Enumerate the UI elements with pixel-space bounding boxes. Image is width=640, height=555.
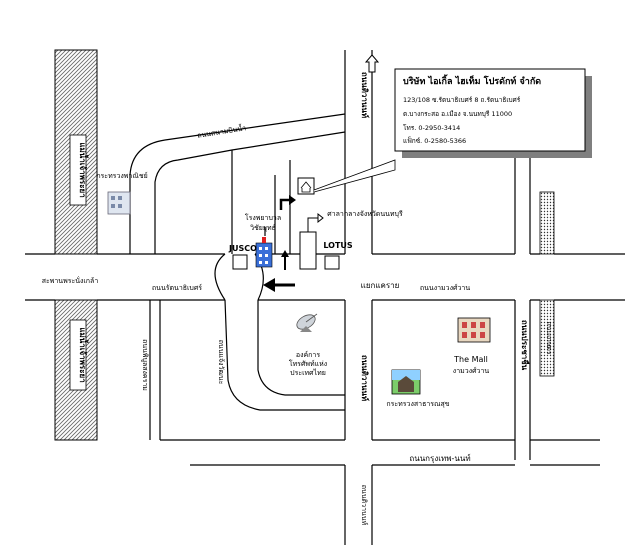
the-mall: The Mall งามวงศ์วาน — [453, 317, 491, 375]
intersection-label: แยกแคราย — [361, 281, 400, 290]
company-location — [297, 159, 396, 195]
court-label: ศาลากลางจังหวัดนนทบุรี — [327, 210, 403, 218]
river-lower-label: แม่น้ำเจ้าพระยา — [78, 327, 89, 382]
jusco: JUSCO — [228, 244, 257, 270]
company-address-2: ต.บางกระสอ อ.เมือง จ.นนทบุรี 11000 — [403, 110, 512, 118]
company-info-card: บริษัท ไอเกิ้ล ไฮเท็ม โปรดักท์ จำกัด 123… — [394, 68, 592, 158]
tiwanon-road — [344, 50, 373, 545]
river-upper-label: แม่น้ำเจ้าพระยา — [78, 142, 89, 197]
road-label-tiwanon-lower: ถนนติวานนท์ — [360, 485, 368, 526]
hospital: โรงพยาบาล วิชัยยุทธ์ — [245, 213, 281, 268]
road-label-soi-west: ถนนพิบูลสงคราม — [141, 339, 149, 391]
jusco-building — [232, 254, 248, 270]
road-label-kaset: ถนนเกษตร — [545, 321, 553, 355]
hospital-building-icon — [255, 237, 273, 268]
canal-strip-lower — [539, 299, 555, 377]
company-phone: โทร. 0-2950-3414 — [403, 124, 460, 132]
soi-west — [149, 300, 161, 440]
road-label-sanambinnam: ถนนสนามบินน้ำ — [196, 121, 247, 140]
provincial-court: ศาลากลางจังหวัดนนทบุรี — [299, 210, 403, 270]
road-label-tiwanon-upper: ถนนติวานนท์ — [360, 72, 370, 118]
lotus-label: LOTUS — [323, 241, 353, 250]
ministry-health: กระทรวงสาธารณสุข — [386, 369, 450, 408]
ministry-commerce-label: กระทรวงพาณิชย์ — [96, 172, 147, 180]
river-upper: แม่น้ำเจ้าพระยา — [54, 49, 98, 255]
lotus-building — [324, 255, 340, 270]
krungthep-nonthaburi-road — [160, 439, 600, 466]
company-address-1: 123/108 ซ.รัตนาธิเบศร์ 8 ถ.รัตนาธิเบศร์ — [403, 96, 521, 104]
church-building-icon — [391, 369, 421, 395]
card-body — [394, 68, 586, 152]
road-label-ngamwongwan: ถนนงามวงศ์วาน — [420, 284, 470, 292]
road-label-tiwanon-mid: ถนนติวานนท์ — [360, 355, 370, 401]
tot-label-1: องค์การ — [296, 351, 320, 359]
main-horizontal-road — [25, 253, 625, 301]
tot-label-3: ประเทศไทย — [290, 368, 326, 377]
tot-label-2: โทรศัพท์แห่ง — [289, 359, 327, 368]
road-label-chaengwattana: ถนนแจ้งวัฒนะ — [217, 340, 225, 385]
sanambinnam-road — [129, 113, 346, 254]
chaengwattana-road — [214, 253, 345, 411]
road-label-rattanathibet: ถนนรัตนาธิเบศร์ — [152, 284, 202, 292]
company-name: บริษัท ไอเกิ้ล ไฮเท็ม โปรดักท์ จำกัด — [403, 74, 541, 87]
river-lower: แม่น้ำเจ้าพระยา — [54, 299, 98, 441]
tot: องค์การ โทรศัพท์แห่ง ประเทศไทย — [289, 313, 327, 377]
turn-right-arrow-icon — [279, 198, 290, 210]
road-label-krungthep-nonthaburi: ถนนกรุงเทพ-นนท์ — [409, 453, 470, 463]
lotus: LOTUS — [323, 241, 353, 270]
callout-line — [313, 159, 396, 193]
company-fax: แฟ็กซ์. 0-2580-5366 — [403, 136, 466, 145]
canal-strip — [539, 191, 555, 255]
jusco-label: JUSCO — [228, 244, 257, 253]
house-icon — [300, 181, 312, 193]
north-arrow-icon — [364, 54, 380, 73]
court-building — [299, 231, 317, 270]
ministry-commerce: กระทรวงพาณิชย์ — [96, 172, 148, 215]
ministry-health-label: กระทรวงสาธารณสุข — [386, 400, 449, 408]
jusco-side-roads — [231, 150, 291, 254]
road-label-prachachuen: ถนนประชาชื่น — [520, 320, 531, 371]
satellite-dish-icon — [296, 313, 318, 332]
bridge-label: สะพานพระนั่งเกล้า — [42, 276, 99, 285]
prachachuen-road — [514, 150, 531, 460]
building-icon — [107, 191, 131, 215]
mall-building-icon — [457, 317, 491, 343]
hospital-label-1: โรงพยาบาล — [245, 213, 281, 222]
the-mall-sublabel: งามวงศ์วาน — [453, 367, 490, 375]
the-mall-label: The Mall — [453, 355, 488, 364]
hospital-label-2: วิชัยยุทธ์ — [250, 224, 276, 232]
arrow-up-right-icon — [307, 217, 318, 232]
